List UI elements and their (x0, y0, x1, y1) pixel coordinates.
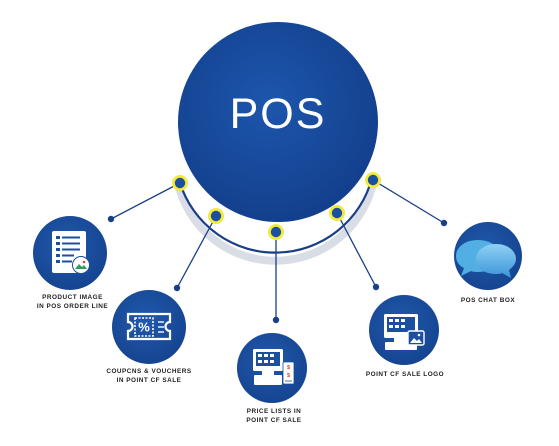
label-price-lists: PRICE LISTS IN POINT CF SALE (232, 407, 316, 425)
label-pos-logo: POINT CF SALE LOGO (357, 370, 453, 379)
label-line: IN POINT CF SALE (116, 377, 182, 384)
label-line: COUPCNS & VOUCHERS (106, 368, 192, 375)
endpoint-dots (107, 215, 448, 324)
arc-node (172, 175, 188, 191)
connector-chat-box (372, 179, 445, 224)
coupon-icon: % (112, 290, 186, 364)
endpoint-dot (272, 316, 280, 324)
endpoint-dot (173, 284, 181, 292)
chat-bubbles-icon (454, 222, 522, 290)
pos-hub-circle (178, 22, 378, 222)
connector-product-image (110, 182, 181, 220)
product-list-icon (33, 216, 107, 290)
pos-terminal-icon: $ $ (237, 333, 307, 403)
label-line: POINT CF SALE LOGO (365, 371, 445, 378)
label-line: IN POS ORDER LINE (36, 303, 109, 310)
svg-text:$: $ (287, 373, 290, 379)
label-line: POINT CF SALE (246, 417, 302, 424)
arc-node (329, 205, 345, 221)
label-coupons-vouchers: COUPCNS & VOUCHERS IN POINT CF SALE (98, 367, 200, 385)
endpoint-dot (440, 219, 448, 227)
endpoint-dot (372, 283, 380, 291)
connector-coupons (176, 215, 217, 289)
svg-text:%: % (138, 320, 150, 335)
pos-logo-icon (369, 295, 439, 365)
connector-lines (110, 179, 445, 320)
svg-text:$: $ (287, 365, 290, 371)
pos-hub-title: POS (229, 90, 327, 138)
connector-logo (336, 212, 377, 288)
hub-ring-arc (178, 177, 374, 254)
label-product-image: PRODUCT IMAGE IN POS ORDER LINE (25, 293, 120, 311)
arc-node (268, 224, 284, 240)
label-chat-box: POS CHAT BOX (448, 296, 528, 305)
hub-shadow-arc (174, 177, 378, 265)
label-line: PRICE LISTS IN (246, 408, 302, 415)
endpoint-dot (107, 215, 115, 223)
arc-nodes (172, 172, 381, 240)
label-line: POS CHAT BOX (460, 297, 516, 304)
label-line: PRODUCT IMAGE (42, 294, 103, 301)
arc-node (208, 208, 224, 224)
arc-node (365, 172, 381, 188)
